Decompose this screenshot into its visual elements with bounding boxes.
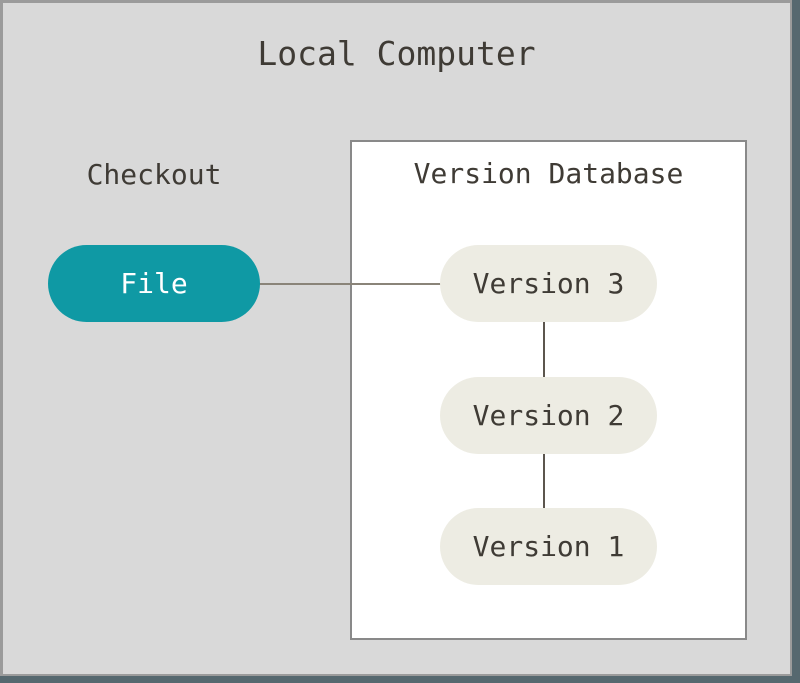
local-computer-canvas: Local Computer Checkout Version Database… [0, 0, 792, 676]
connector-file-to-version3 [258, 283, 443, 285]
version-1-node: Version 1 [440, 508, 657, 585]
version-3-node: Version 3 [440, 245, 657, 322]
file-node: File [48, 245, 260, 322]
diagram-title: Local Computer [257, 34, 536, 73]
connector-version2-to-version1 [543, 452, 545, 509]
version-2-node: Version 2 [440, 377, 657, 454]
connector-version3-to-version2 [543, 322, 545, 379]
version-database-title: Version Database [413, 157, 684, 190]
checkout-label: Checkout [86, 158, 222, 191]
